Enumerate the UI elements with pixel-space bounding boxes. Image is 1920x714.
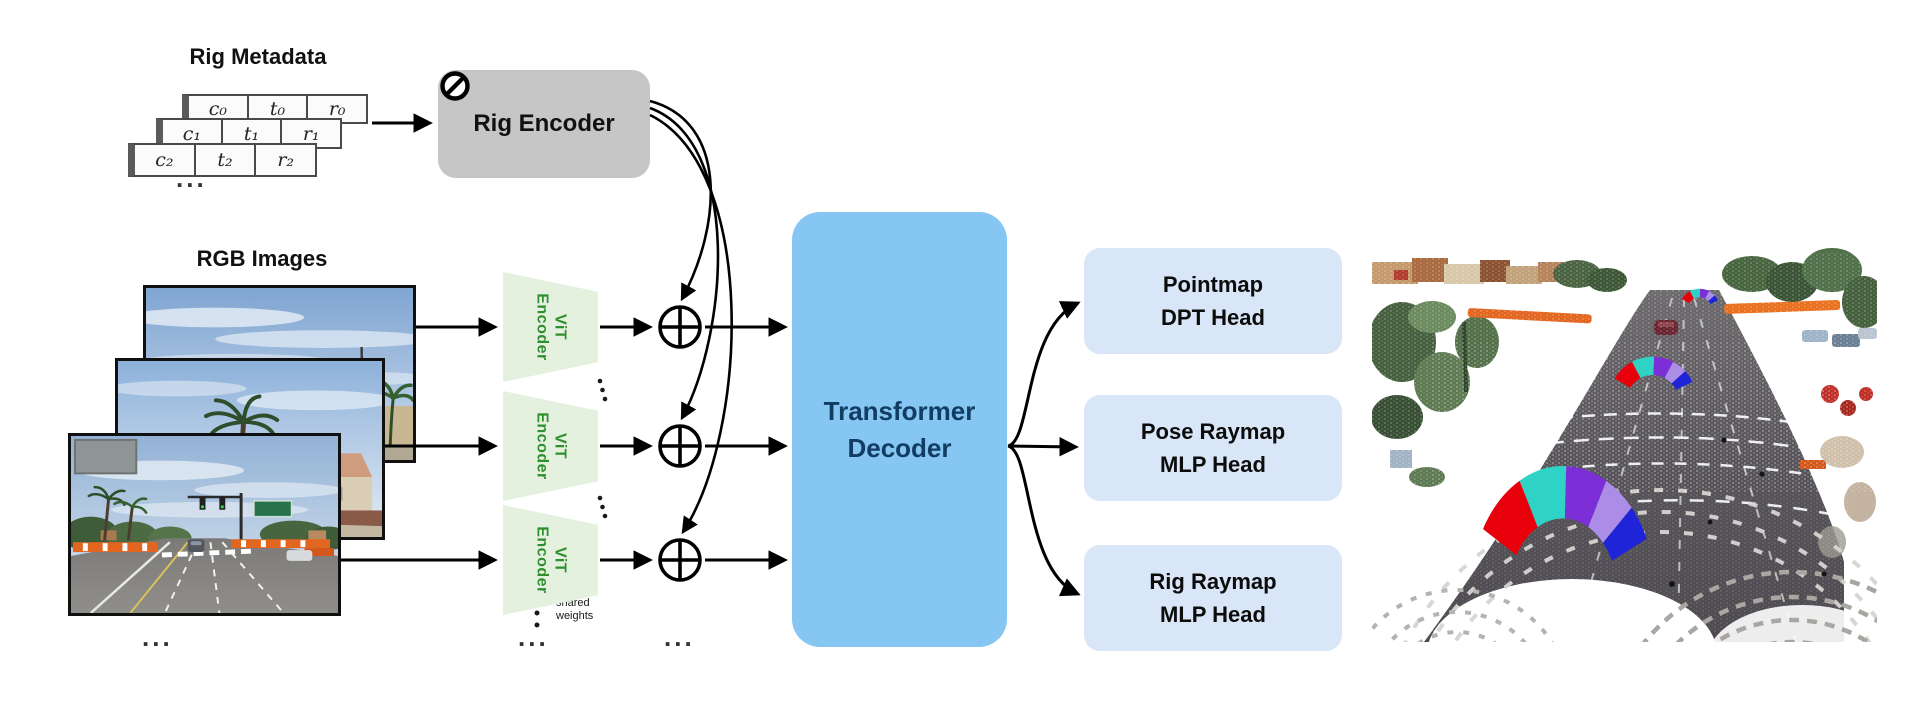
rig-raymap-mlp-head-box: Rig Raymap MLP Head xyxy=(1084,545,1342,651)
shared-weights-note: shared weights xyxy=(556,597,593,622)
metadata-cell: t₀ xyxy=(249,96,309,122)
fusion-ellipsis: ... xyxy=(664,622,695,652)
vit-encoder-1-shape xyxy=(503,272,598,382)
vit-encoder-2: ViT Encoder xyxy=(503,391,598,501)
pose-raymap-mlp-head-box: Pose Raymap MLP Head xyxy=(1084,395,1342,501)
head-1-line2: DPT Head xyxy=(1161,305,1265,330)
transformer-decoder-box: Transformer Decoder xyxy=(792,212,1007,647)
frozen-stop-gradient-icon xyxy=(440,71,470,101)
vit-encoder-2-shape xyxy=(503,391,598,501)
rig-encoder-box: Rig Encoder xyxy=(438,70,650,178)
head-2-line1: Pose Raymap xyxy=(1140,419,1286,444)
head-1-line1: Pointmap xyxy=(1162,272,1264,297)
rig-metadata-title: Rig Metadata xyxy=(189,44,327,69)
vit-encoders-ellipsis: ... xyxy=(518,622,549,652)
decoder-label-line2: Decoder xyxy=(847,432,952,463)
metadata-cell: c₁ xyxy=(163,120,223,147)
rgb-images-title: RGB Images xyxy=(196,246,328,271)
shared-weights-line2: weights xyxy=(556,609,594,622)
pointcloud-visualization xyxy=(1372,222,1877,642)
metadata-cell: r₁ xyxy=(302,122,320,145)
metadata-cell: c₂ xyxy=(135,145,196,175)
street-photo-3-image xyxy=(71,436,338,613)
metadata-cell: t₂ xyxy=(196,145,257,175)
metadata-cell: r₂ xyxy=(277,149,295,171)
rgb-images-ellipsis: ... xyxy=(142,622,173,652)
decoder-label-line1: Transformer xyxy=(823,396,976,427)
vit-encoder-1: ViT Encoder xyxy=(503,272,598,382)
rig-metadata-ellipsis: ... xyxy=(176,163,207,193)
vertical-ellipsis-dots xyxy=(534,378,608,628)
head-2-line2: MLP Head xyxy=(1160,452,1266,477)
rig-encoder-label: Rig Encoder xyxy=(473,110,615,137)
vit-encoder-3: ViT Encoder xyxy=(503,505,598,615)
pointmap-dpt-head-box: Pointmap DPT Head xyxy=(1084,248,1342,354)
head-3-line1: Rig Raymap xyxy=(1149,569,1277,594)
rig-metadata-card-0: c₀ t₀ r₀ xyxy=(182,94,368,124)
street-photo-3 xyxy=(68,433,341,616)
vit-encoder-3-shape xyxy=(503,505,598,615)
metadata-cell: r₀ xyxy=(328,98,346,120)
metadata-cell: t₁ xyxy=(223,120,283,147)
head-3-line2: MLP Head xyxy=(1160,602,1266,627)
rig-metadata-card-2: c₂ t₂ r₂ xyxy=(128,143,317,177)
oplus-icon-1 xyxy=(657,304,703,350)
oplus-icon-2 xyxy=(657,423,703,469)
oplus-icon-3 xyxy=(657,537,703,583)
metadata-cell: c₀ xyxy=(189,96,249,122)
pointcloud-image xyxy=(1372,248,1877,642)
